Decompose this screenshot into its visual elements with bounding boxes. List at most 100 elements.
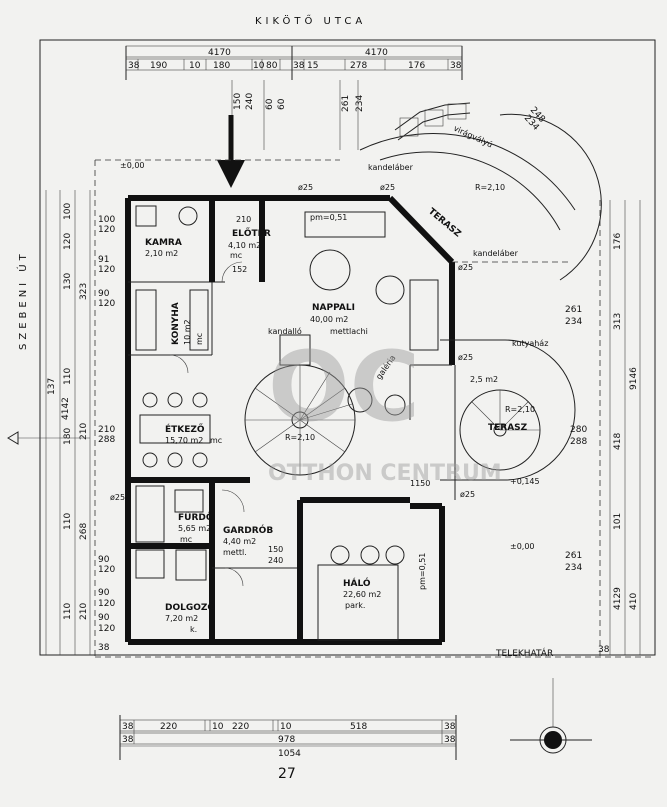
room-name-nappali: NAPPALI [312,303,355,313]
kitchen-counter [135,289,209,351]
dim-right-4129: 4129 [613,587,623,610]
room-area-konyha: 10 m2 [183,319,192,345]
dim-v-60a: 60 [265,98,275,110]
room-area-furdo: 5,65 m2 [178,524,211,533]
label-post-e: ø25 [460,490,475,499]
room-note-eloter: mc [230,251,242,260]
dim-right-410: 410 [629,593,639,610]
label-post-f: ø25 [110,493,125,502]
dim-bottom-r1-2: 10 [212,722,224,732]
label-kandelaber-1: kandeláber [368,163,414,172]
dim-left-h-120c: 120 [98,299,115,309]
living-furniture [279,211,439,416]
dim-top-r2-0: 38 [128,61,140,71]
dining-tables [139,392,211,468]
room-area-gardrob: 4,40 m2 [223,537,256,546]
entrance-arrow [217,115,245,188]
dim-left-c3-12: 268 [79,523,89,540]
room-area-nappali: 40,00 m2 [310,315,348,324]
watermark-oc: OC [268,331,420,443]
spiral-staircase [244,364,356,476]
label-r-stair: R=2,10 [285,433,315,442]
dim-left-h-100: 100 [98,215,115,225]
terrace-stair [459,389,541,471]
dim-left-h-120: 120 [98,225,115,235]
dim-right-p7: 234 [565,563,582,573]
dim-left-h-210: 210 [98,425,115,435]
dim-right-176: 176 [613,233,623,250]
label-pm-side: pm=0,51 [418,553,427,590]
room-note-dolgozo: k. [190,625,197,634]
dim-right-313: 313 [613,313,623,330]
label-level-0: ±0,00 [120,161,145,170]
dim-top-r2-6: 38 [293,61,305,71]
dim-right-p0: 261 [565,305,582,315]
watermark-logo: OC OTTHON CENTRUM [268,331,502,486]
dim-bottom-r2-0: 38 [122,735,134,745]
room-area-kamra: 2,10 m2 [145,249,178,258]
dim-bottom-r1-6: 38 [444,722,456,732]
dim-left-4142: 4142 [61,397,71,420]
label-post-c: ø25 [458,263,473,272]
dim-left-h-90c: 90 [98,588,110,598]
drawing-frame [39,39,656,656]
bathroom-fixtures [135,205,207,581]
top-dimension-rows: 4170 4170 38 190 10 180 10 80 38 15 278 … [125,45,463,80]
room-name-terasz-right: TERASZ [488,423,528,433]
label-kandelaber-2: kandeláber [473,249,519,258]
dim-v-261: 261 [341,95,351,112]
dim-left-c2-9: 180 [63,428,73,445]
dim-top-r2-1: 190 [150,61,167,71]
dim-left-h-120b: 120 [98,265,115,275]
dim-bottom-r1-3: 220 [232,722,249,732]
terrace-curves [359,113,602,500]
dim-right-9146: 9146 [629,367,639,390]
north-arrow-icon [510,678,592,754]
room-name-gardrob: GARDRÓB [223,524,273,536]
room-name-eloter: ELŐTÉR [232,227,271,239]
dim-bottom-r1-0: 38 [122,722,134,732]
label-level-terrace: +0,145 [510,477,540,486]
planter-boxes [394,102,471,141]
label-telekhatar: TELEKHATÁR [495,647,553,659]
scale-note: 27 [278,766,296,782]
room-area-eloter: 4,10 m2 [228,241,261,250]
room-name-halo: HÁLÓ [343,577,371,589]
label-stair-area: 2,5 m2 [470,375,498,384]
room-note-etkezo: mc [210,436,222,445]
dim-top-right: 4170 [365,48,388,58]
dim-left-137: 137 [47,378,57,395]
dim-bottom-r1-5: 518 [350,722,367,732]
dim-right-p6: 261 [565,551,582,561]
room-name-furdo: FÜRDŐ [178,512,214,523]
street-name-left: SZEBENI ÚT [16,250,29,350]
room-name-dolgozo: DOLGOZÓ [165,601,215,613]
dim-left-h-38: 38 [98,643,110,653]
dim-left-c3-18: 210 [79,603,89,620]
label-level-entry: ±0,00 [510,542,535,551]
watermark-text: OTTHON CENTRUM [268,461,502,486]
dim-bottom-r2-1: 978 [278,735,295,745]
room-note-gardrob: mettl. [223,548,247,557]
room-name-etkezo: ÉTKEZŐ [165,423,205,435]
dim-top-r2-4: 10 [253,61,265,71]
dim-top-r2-3: 180 [213,61,230,71]
label-dim-240: 240 [268,556,283,565]
property-boundary [94,159,655,658]
label-kandallo: kandalló [268,326,302,336]
room-note-konyha: mc [195,333,204,345]
dim-v-150: 150 [233,93,243,110]
dim-left-h-288: 288 [98,435,115,445]
section-marker-left [7,431,90,445]
room-note-nappali: mettlachi [330,327,368,336]
dim-left-c2-6: 110 [63,368,73,385]
room-name-terasz-top: TERASZ [426,207,463,240]
label-pm-top: pm=0,51 [310,213,347,222]
dim-top-r2-9: 176 [408,61,425,71]
dim-left-c2-2: 120 [63,233,73,250]
dim-top-r2-7: 15 [307,61,318,71]
label-dim-1150: 1150 [410,479,430,488]
dim-bottom-r2-2: 38 [444,735,456,745]
dim-bottom-r1-1: 220 [160,722,177,732]
